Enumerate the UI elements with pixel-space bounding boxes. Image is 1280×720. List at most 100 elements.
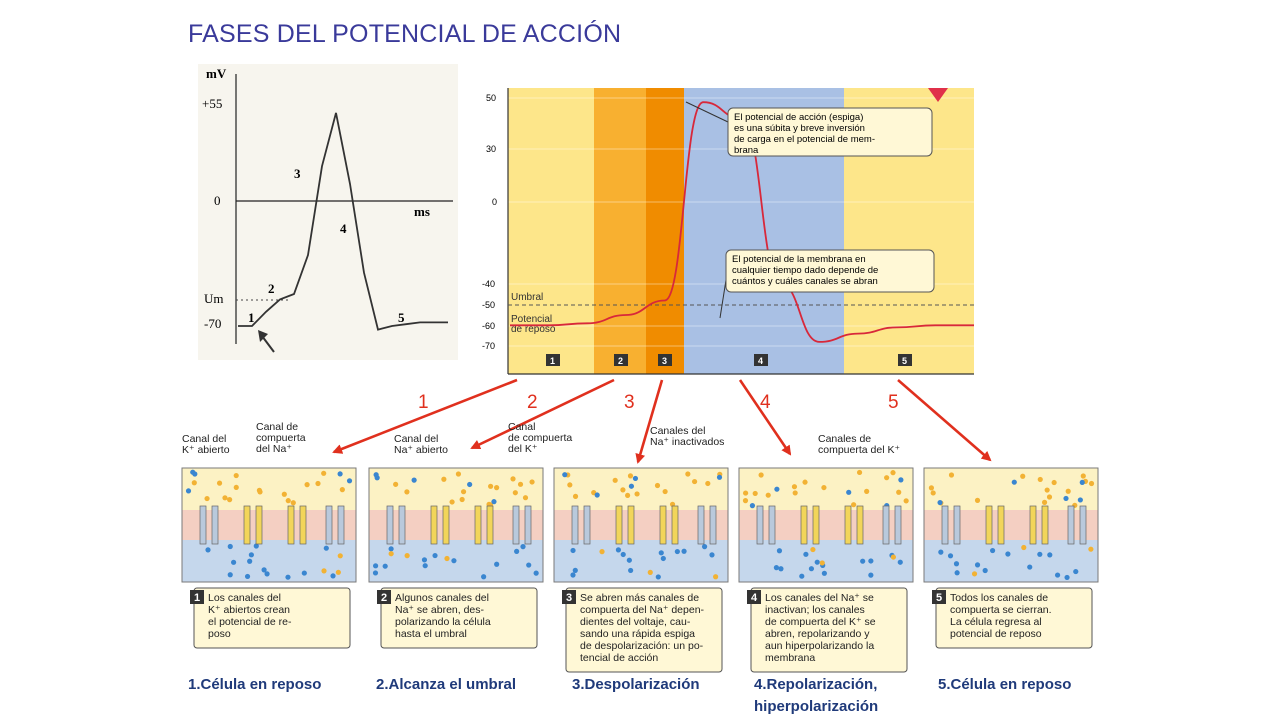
left-phase-3: 3 xyxy=(294,166,301,181)
callout-1-line-1: El potencial de acción (espiga) xyxy=(734,112,863,123)
panel-2-badge: 2 xyxy=(381,592,387,604)
left-phase-1: 1 xyxy=(248,310,255,325)
left-tick-55: +55 xyxy=(202,96,222,111)
stimulus-arrow-icon xyxy=(258,330,275,353)
panel-1-text-line: Los canales del xyxy=(208,592,281,604)
callout-2-line-1: El potencial de la membrana en xyxy=(732,254,866,265)
slide-title: FASES DEL POTENCIAL DE ACCIÓN xyxy=(188,20,622,48)
panel-3-text-line: tencial de acción xyxy=(580,652,658,664)
panel-2-label: Na⁺ abierto xyxy=(394,444,448,456)
callout-1-line-2: es una súbita y breve inversión xyxy=(734,123,865,134)
left-action-potential-curve xyxy=(238,112,448,331)
panel-3-text-line: de despolarización: un po- xyxy=(580,640,704,652)
right-tick-minus70: -70 xyxy=(482,341,495,351)
panel-2-label: Canal del xyxy=(394,433,438,445)
callout-1: El potencial de acción (espiga) es una s… xyxy=(685,101,933,157)
panel-4-text-line: abren, repolarizando y xyxy=(765,628,870,640)
right-tick-0: 0 xyxy=(492,197,497,207)
svg-text:2: 2 xyxy=(618,356,623,366)
right-tick-minus40: -40 xyxy=(482,279,495,289)
right-tick-minus50: -50 xyxy=(482,300,495,310)
panel-1-label: Canal del xyxy=(182,433,226,445)
caption-4-line-1: 4.Repolarización, xyxy=(754,676,878,693)
left-tick-70: -70 xyxy=(204,316,221,331)
left-tick-um: Um xyxy=(204,291,224,306)
left-phase-4: 4 xyxy=(340,221,347,236)
panel-3-text-line: compuerta del Na⁺ depen- xyxy=(580,604,705,616)
panel-3-text-line: sando una rápida espiga xyxy=(580,628,695,640)
callout-1-line-3: de carga en el potencial de mem- xyxy=(734,134,875,145)
phase-badge-3: 3 xyxy=(658,354,672,366)
callout-2: El potencial de la membrana en cualquier… xyxy=(719,249,935,319)
panel-2-label: del K⁺ xyxy=(508,443,537,455)
panel-5-text-line: potencial de reposo xyxy=(950,628,1042,640)
panel-1-label: del Na⁺ xyxy=(256,443,292,455)
panel-5-text-line: Todos los canales de xyxy=(950,592,1048,604)
panel-2-text-line: Algunos canales del xyxy=(395,592,489,604)
panel-3-badge: 3 xyxy=(566,592,572,604)
caption-2: 2.Alcanza el umbral xyxy=(376,676,517,693)
right-tick-minus60: -60 xyxy=(482,321,495,331)
panel-1-label: Canal de xyxy=(256,421,298,433)
threshold-label: Umbral xyxy=(511,292,543,303)
caption-4: 4.Repolarización, hiperpolarización xyxy=(754,674,878,718)
panel-3-text-line: Se abren más canales de xyxy=(580,592,699,604)
rest-label-line-2: de reposo xyxy=(511,324,556,335)
panel-3-label: Na⁺ inactivados xyxy=(650,436,724,448)
panel-2-text-line: hasta el umbral xyxy=(395,628,467,640)
panel-1-badge: 1 xyxy=(194,592,200,604)
svg-text:5: 5 xyxy=(902,356,907,366)
callout-2-line-3: cuántos y cuáles canales se abran xyxy=(732,276,878,287)
left-x-unit: ms xyxy=(414,204,430,219)
panel-1-text-line: poso xyxy=(208,628,231,640)
panel-5-text-line: compuerta se cierran. xyxy=(950,604,1052,616)
panel-1-text-line: K⁺ abiertos crean xyxy=(208,604,290,616)
caption-1: 1.Célula en reposo xyxy=(188,676,322,693)
corner-marker-icon xyxy=(928,88,948,102)
phase-badge-4: 4 xyxy=(754,354,768,366)
phase-badge-2: 2 xyxy=(614,354,628,366)
svg-text:3: 3 xyxy=(662,356,667,366)
svg-text:1: 1 xyxy=(550,356,555,366)
right-action-potential-graph: 50 30 0 -40 -50 -60 -70 Umbral Potencial… xyxy=(470,82,978,378)
left-phase-5: 5 xyxy=(398,310,405,325)
callout-2-line-2: cualquier tiempo dado depende de xyxy=(732,265,878,276)
panel-4-text-line: inactivan; los canales xyxy=(765,604,865,616)
panel-4-text-line: Los canales del Na⁺ se xyxy=(765,592,874,604)
phase-badge-5: 5 xyxy=(898,354,912,366)
svg-text:4: 4 xyxy=(758,356,763,366)
panel-1-label: compuerta xyxy=(256,432,306,444)
right-tick-50: 50 xyxy=(486,93,496,103)
panel-1-text-line: el potencial de re- xyxy=(208,616,292,628)
panel-4-badge: 4 xyxy=(751,592,758,604)
rest-label-line-1: Potencial xyxy=(511,314,552,325)
panel-3-label: Canales del xyxy=(650,425,705,437)
panel-2-text-line: polarizando la célula xyxy=(395,616,491,628)
panel-4-text-line: aun hiperpolarizando la xyxy=(765,640,874,652)
caption-4-line-2: hiperpolarización xyxy=(754,698,879,715)
caption-3: 3.Despolarización xyxy=(572,676,700,693)
panel-2-text-line: Na⁺ se abren, des- xyxy=(395,604,485,616)
left-graph-background xyxy=(198,64,458,360)
left-y-unit: mV xyxy=(206,66,227,81)
panel-1-label: K⁺ abierto xyxy=(182,444,230,456)
panel-4-label: compuerta del K⁺ xyxy=(818,444,900,456)
left-tick-0: 0 xyxy=(214,193,221,208)
panel-4-text-line: de compuerta del K⁺ se xyxy=(765,616,876,628)
left-action-potential-graph: mV ms +55 0 Um -70 1 2 3 4 5 xyxy=(198,64,458,360)
panel-5-text-line: La célula regresa al xyxy=(950,616,1042,628)
phase-badge-1: 1 xyxy=(546,354,560,366)
left-phase-2: 2 xyxy=(268,281,275,296)
callout-1-line-4: brana xyxy=(734,145,759,156)
panel-4-label: Canales de xyxy=(818,433,871,445)
right-tick-30: 30 xyxy=(486,144,496,154)
panel-3-text-line: dientes del voltaje, cau- xyxy=(580,616,691,628)
panel-5-badge: 5 xyxy=(936,592,942,604)
panel-4-text-line: membrana xyxy=(765,652,815,664)
